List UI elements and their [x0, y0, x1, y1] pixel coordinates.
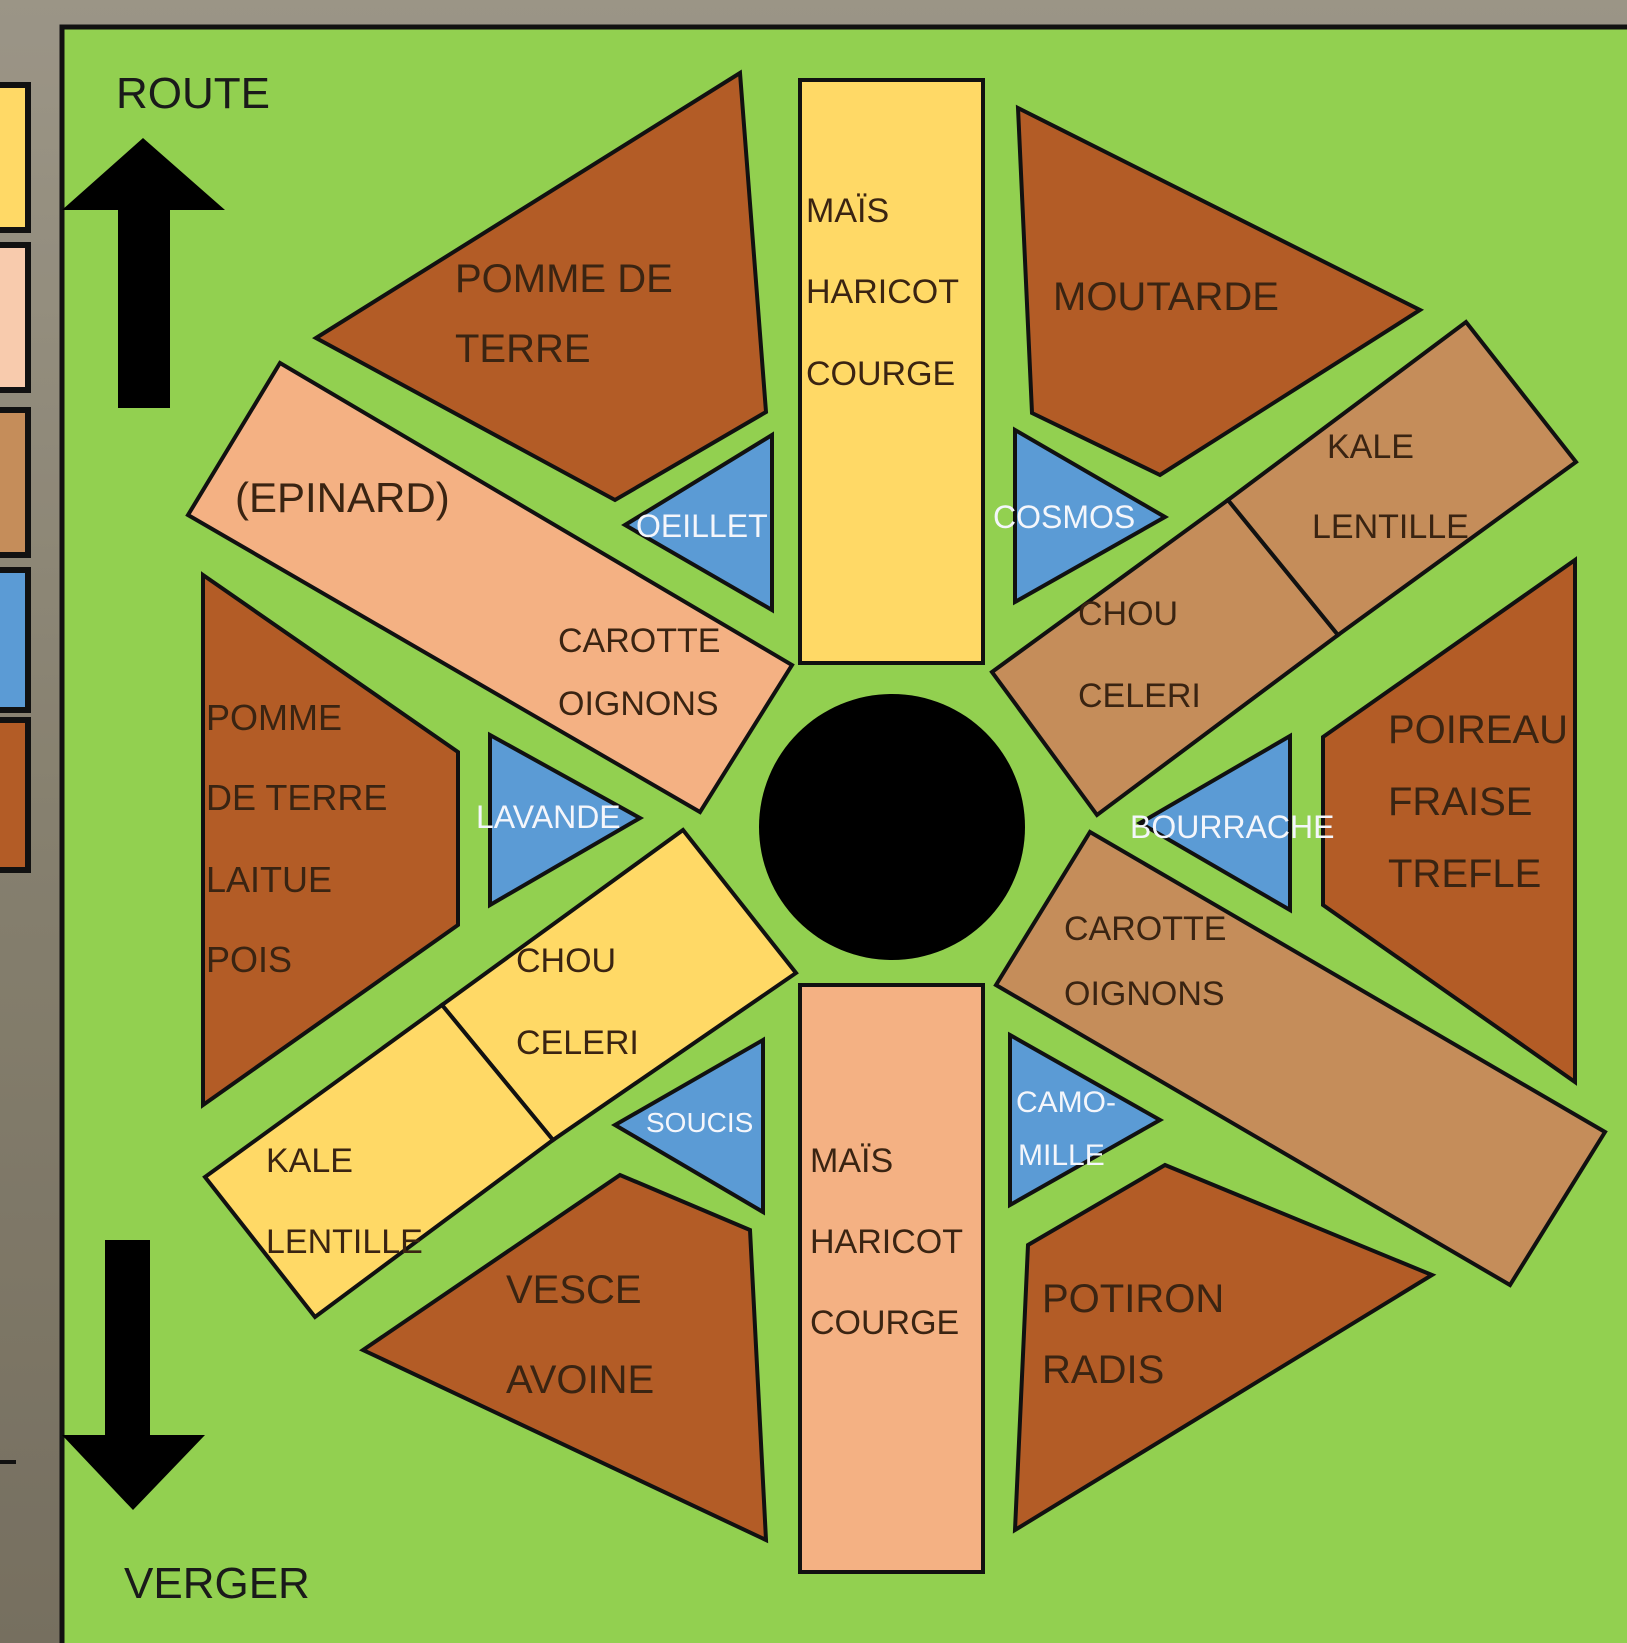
crop-label: CAROTTE [558, 622, 720, 660]
crop-label: HARICOT [806, 273, 959, 311]
flower-label: OEILLET [636, 508, 768, 544]
crop-label: CHOU [1078, 595, 1178, 633]
crop-label: LENTILLE [266, 1223, 423, 1261]
crop-label: TERRE [455, 327, 591, 371]
crop-label: COURGE [806, 355, 955, 393]
legend-swatch-blue [0, 570, 28, 710]
flower-label: CAMO- [1016, 1086, 1116, 1119]
crop-label: COURGE [810, 1304, 959, 1342]
crop-label: HARICOT [810, 1223, 963, 1261]
crop-label: POIS [206, 939, 292, 980]
crop-label: TREFLE [1388, 852, 1541, 896]
legend-swatch-peach [0, 245, 28, 390]
label-verger: VERGER [124, 1559, 310, 1608]
crop-label: (EPINARD) [235, 474, 450, 521]
crop-label: CELERI [516, 1024, 639, 1062]
flower-label: SOUCIS [646, 1107, 753, 1138]
crop-label: MAÏS [806, 192, 889, 230]
flower-label: BOURRACHE [1130, 809, 1334, 845]
crop-label: CHOU [516, 942, 616, 980]
crop-label: VESCE [506, 1268, 642, 1312]
bed-ne-triangle-labels: MOUTARDE [1053, 275, 1279, 319]
center-circle [759, 694, 1025, 960]
crop-label: FRAISE [1388, 780, 1532, 824]
crop-label: DE TERRE [206, 777, 387, 818]
bed-s-rect [800, 985, 983, 1572]
label-route: ROUTE [116, 69, 270, 118]
crop-label: MAÏS [810, 1142, 893, 1180]
crop-label: POTIRON [1042, 1277, 1224, 1321]
crop-label: AVOINE [506, 1358, 654, 1402]
legend-swatch-brown [0, 720, 28, 870]
crop-label: POMME DE [455, 257, 673, 301]
crop-label: KALE [266, 1142, 353, 1180]
legend-swatch-yellow [0, 85, 28, 230]
crop-label: LAITUE [206, 859, 332, 900]
flower-label: LAVANDE [476, 799, 621, 835]
crop-label: RADIS [1042, 1348, 1164, 1392]
crop-label: POIREAU [1388, 708, 1568, 752]
crop-label: POMME [206, 697, 342, 738]
legend [0, 85, 28, 1462]
flower-label: COSMOS [993, 499, 1135, 535]
crop-label: LENTILLE [1312, 508, 1469, 546]
crop-label: CELERI [1078, 677, 1201, 715]
legend-swatch-tan [0, 410, 28, 555]
crop-label: OIGNONS [1064, 975, 1225, 1013]
flower-label: MILLE [1018, 1139, 1105, 1172]
crop-label: CAROTTE [1064, 910, 1226, 948]
crop-label: OIGNONS [558, 685, 719, 723]
crop-label: KALE [1327, 428, 1414, 466]
crop-label: MOUTARDE [1053, 275, 1279, 319]
